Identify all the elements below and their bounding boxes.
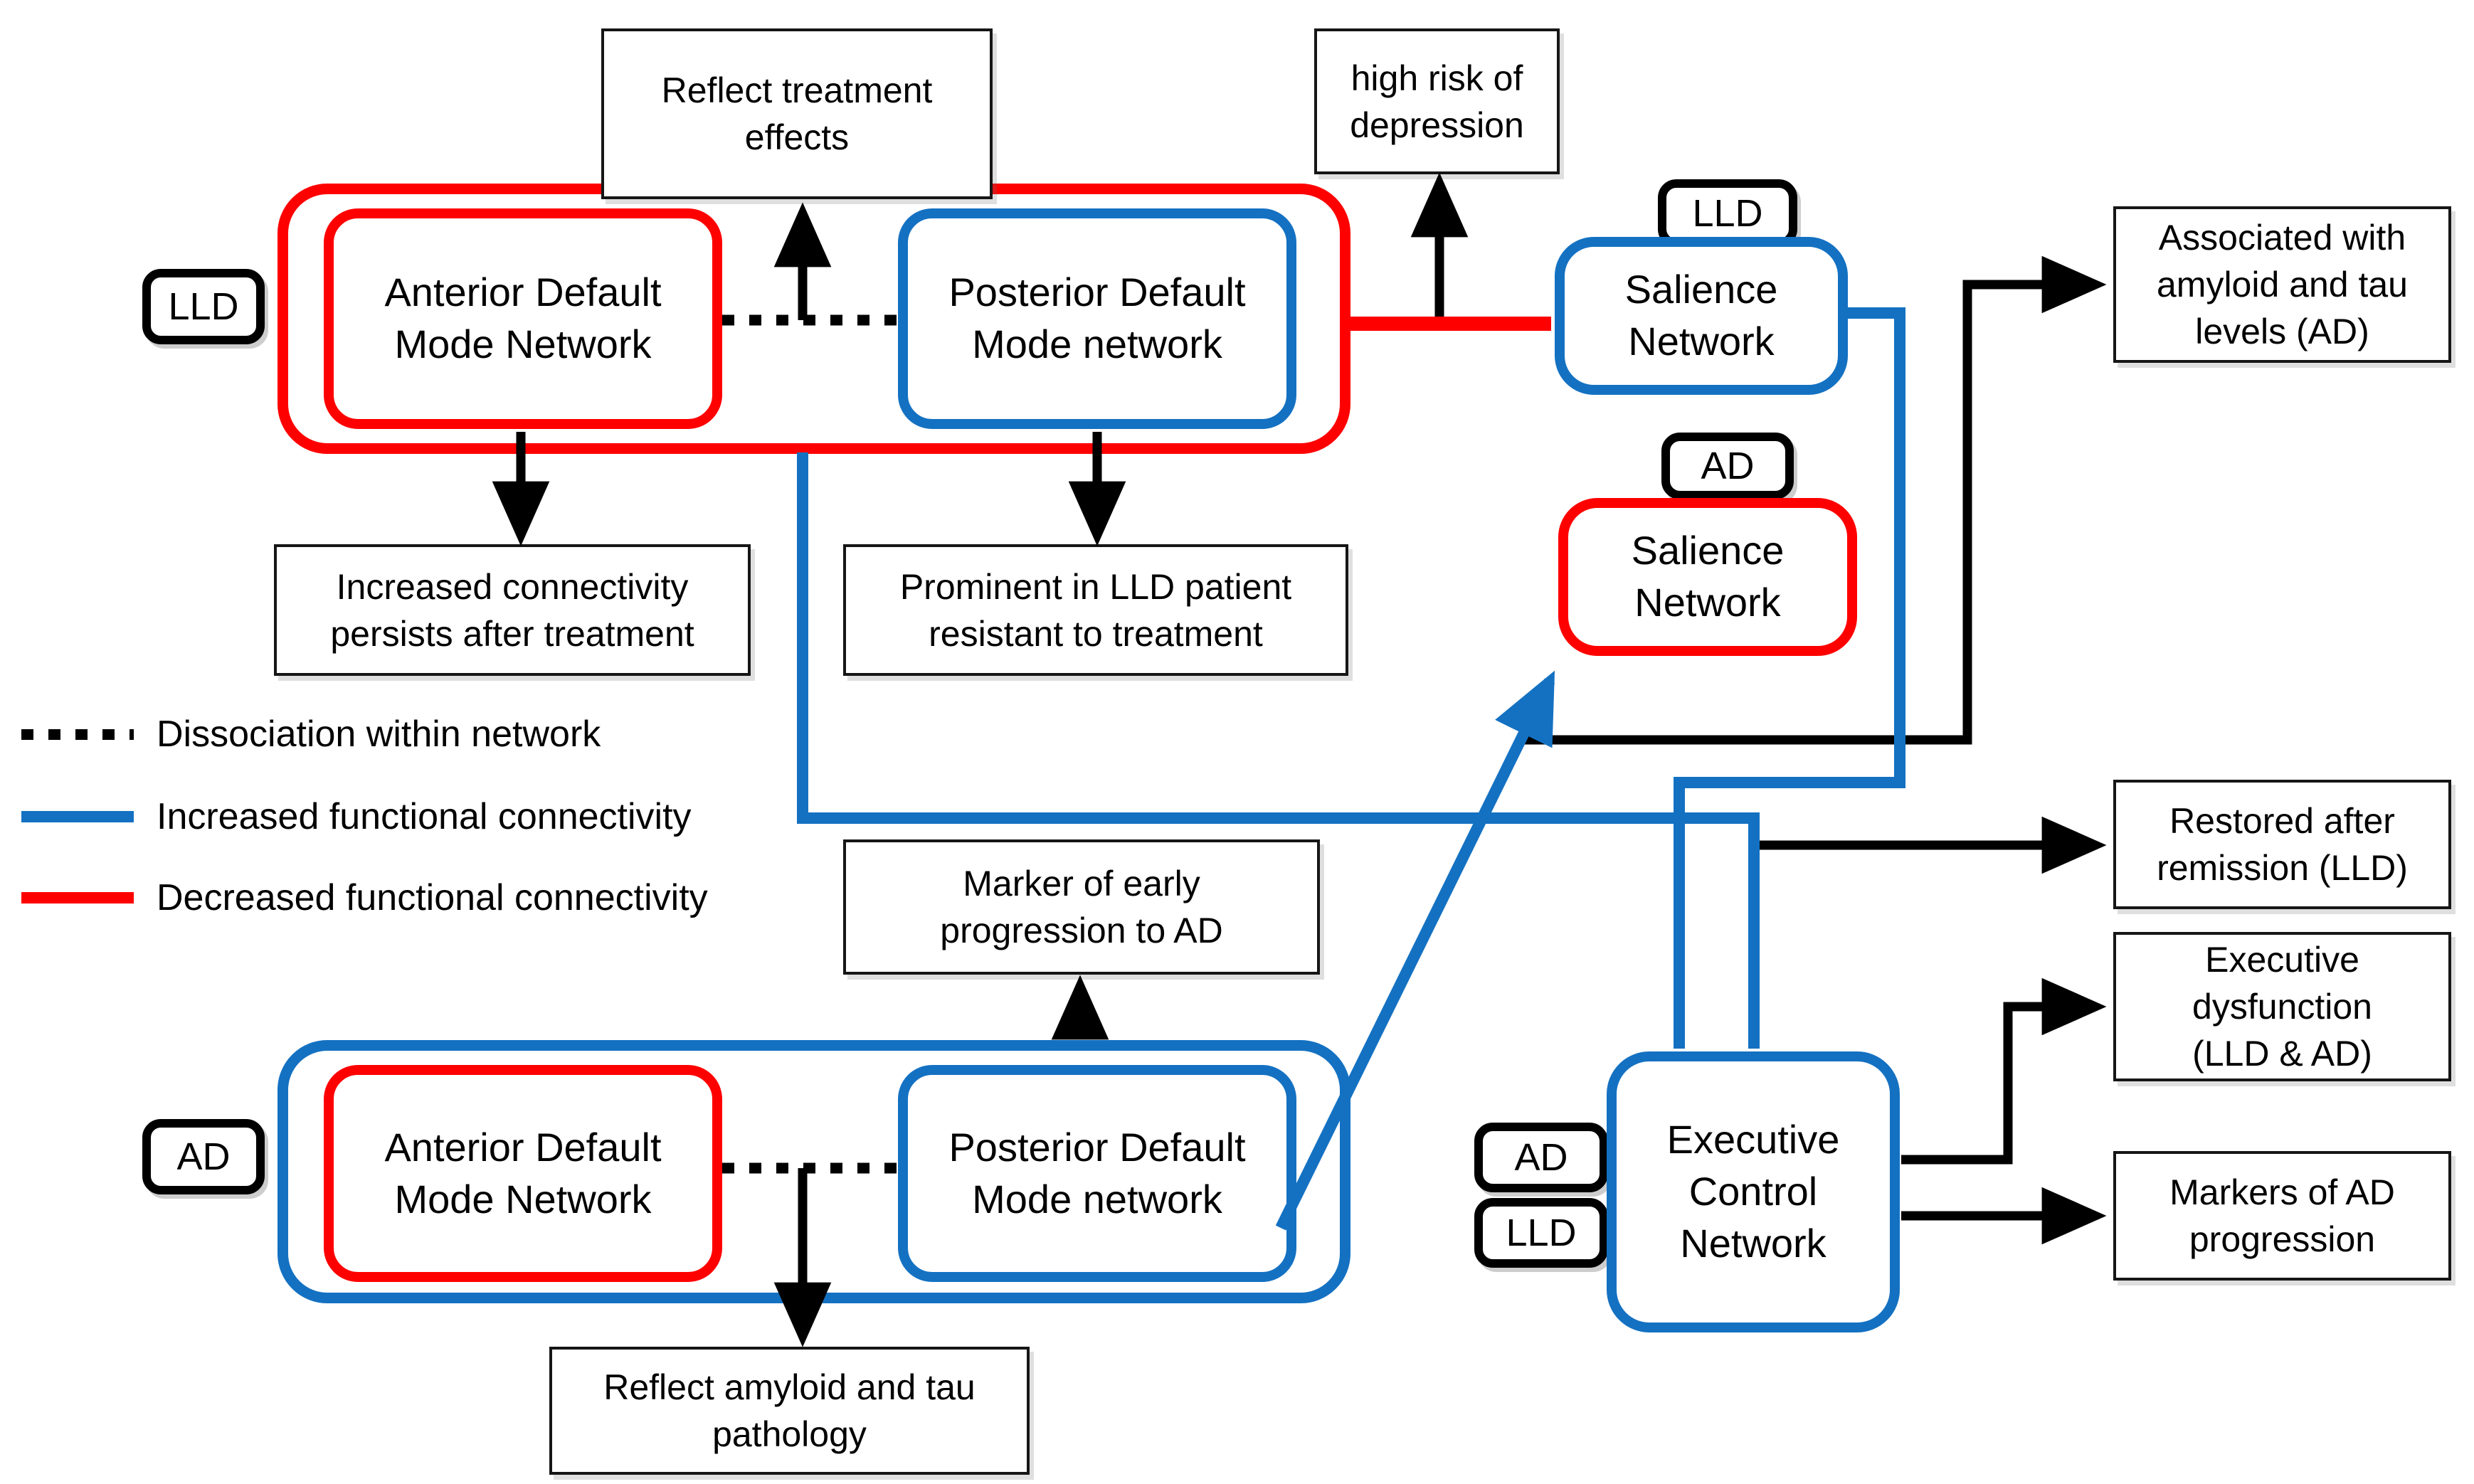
anterior-dmn-ad-label: Anterior Default Mode Network <box>384 1124 662 1221</box>
posterior-dmn-ad-label: Posterior Default Mode network <box>948 1124 1246 1221</box>
executive-dysfunction-box: Executive dysfunction (LLD & AD) <box>2113 932 2451 1081</box>
increased-link-salience-ecn-lld <box>1674 307 1905 1049</box>
marker-early-progression-box: Marker of early progression to AD <box>843 839 1320 975</box>
ecn-lld-tag: LLD <box>1474 1198 1608 1268</box>
posterior-dmn-lld-box: Posterior Default Mode network <box>898 208 1296 429</box>
salience-network-ad-label: Salience Network <box>1631 528 1785 625</box>
arrow-to-executive-dysfunction <box>1901 977 2107 1165</box>
solid-blue-line-swatch <box>21 811 134 822</box>
high-risk-depression-box: high risk of depression <box>1314 28 1560 174</box>
salience-network-lld-label: Salience Network <box>1624 267 1778 364</box>
dotted-black-line-swatch <box>21 728 134 740</box>
increased-persists-box: Increased connectivity persists after tr… <box>274 544 751 676</box>
prominent-resistant-box: Prominent in LLD patient resistant to tr… <box>843 544 1348 676</box>
reflect-treatment-box: Reflect treatment effects <box>601 28 993 199</box>
reflect-amyloid-box: Reflect amyloid and tau pathology <box>549 1347 1030 1475</box>
anterior-dmn-lld-box: Anterior Default Mode Network <box>324 208 722 429</box>
legend-item-decreased: Decreased functional connectivity <box>21 875 708 921</box>
restored-remission-box: Restored after remission (LLD) <box>2113 780 2451 909</box>
legend-item-increased: Increased functional connectivity <box>21 794 692 839</box>
lld-tag: LLD <box>142 269 265 344</box>
posterior-dmn-lld-label: Posterior Default Mode network <box>948 270 1246 366</box>
solid-red-line-swatch <box>21 892 134 903</box>
executive-control-network-box: Executive Control Network <box>1607 1051 1900 1332</box>
anterior-dmn-lld-label: Anterior Default Mode Network <box>384 270 662 366</box>
legend-item-dissociation: Dissociation within network <box>21 711 601 757</box>
associated-amyloid-box: Associated with amyloid and tau levels (… <box>2113 206 2451 363</box>
executive-control-network-label: Executive Control Network <box>1666 1117 1840 1266</box>
anterior-dmn-ad-box: Anterior Default Mode Network <box>324 1065 722 1282</box>
lld-dmn-container <box>277 184 1350 454</box>
salience-ad-tag: AD <box>1661 433 1794 499</box>
legend-label: Increased functional connectivity <box>157 796 692 837</box>
posterior-dmn-ad-box: Posterior Default Mode network <box>898 1065 1296 1282</box>
legend-label: Decreased functional connectivity <box>157 877 708 918</box>
markers-progression-box: Markers of AD progression <box>2113 1151 2451 1281</box>
ad-tag: AD <box>142 1119 265 1194</box>
salience-network-lld-box: Salience Network <box>1555 237 1848 395</box>
salience-network-ad-box: Salience Network <box>1558 498 1857 656</box>
ecn-ad-tag: AD <box>1474 1123 1608 1192</box>
legend-label: Dissociation within network <box>157 714 601 755</box>
